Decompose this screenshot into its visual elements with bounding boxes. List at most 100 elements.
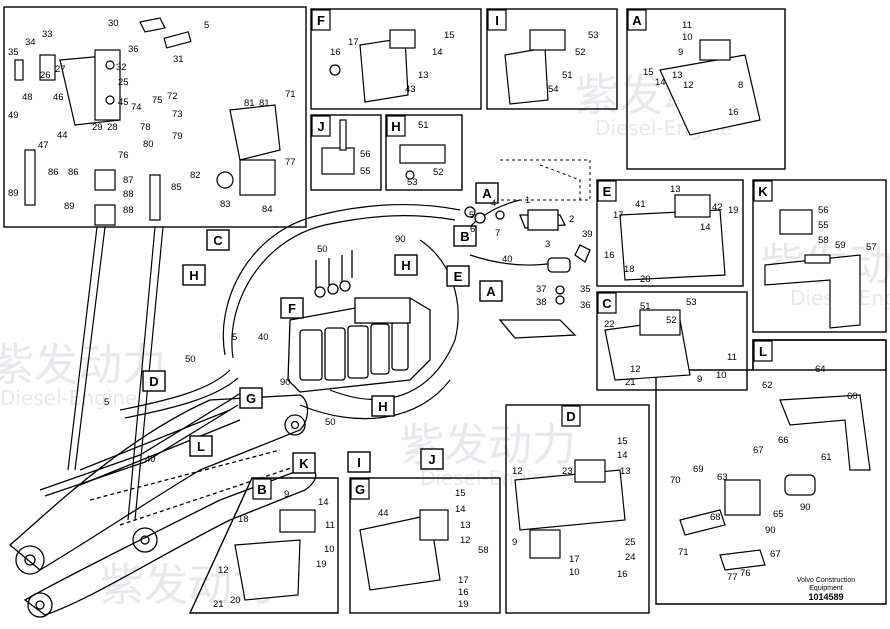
part-num: 65 (773, 509, 784, 520)
part-num: 87 (123, 175, 134, 186)
part-num: 5 (232, 332, 237, 343)
part-num: 17 (348, 37, 359, 48)
svg-text:D: D (149, 374, 158, 389)
part-num: 46 (53, 92, 64, 103)
part-num: 70 (670, 475, 681, 486)
panel-title-H: H (391, 119, 400, 134)
part-num: 90 (280, 377, 291, 388)
panel-C-frame (596, 291, 748, 391)
part-num: 73 (172, 109, 183, 120)
part-num: 27 (55, 64, 66, 75)
part-num: 86 (48, 167, 59, 178)
panel-I-frame (486, 8, 618, 110)
part-num: 55 (360, 166, 371, 177)
part-num: 24 (625, 552, 636, 563)
part-num: 26 (40, 70, 51, 81)
part-num: 20 (640, 274, 651, 285)
callout-J-1: J (420, 448, 444, 470)
part-num: 56 (360, 149, 371, 160)
panel-J-frame (310, 114, 382, 191)
panel-title-K: K (758, 184, 768, 199)
part-num: 25 (118, 77, 129, 88)
part-num: 37 (536, 284, 547, 295)
part-num: 56 (818, 205, 829, 216)
part-numbers-F: 17 16 15 14 13 43 (330, 30, 455, 95)
part-numbers-A: 11 10 9 8 15 14 13 12 16 (643, 20, 743, 118)
callout-H-3: H (371, 395, 395, 417)
part-numbers-J: 56 55 (360, 149, 371, 177)
part-num: 17 (613, 210, 624, 221)
svg-text:I: I (357, 455, 361, 470)
panel-title-B: B (257, 482, 266, 497)
callout-H-2: H (394, 254, 418, 276)
panel-G-frame (349, 477, 501, 614)
part-num: 32 (116, 62, 127, 73)
part-num: 52 (433, 167, 444, 178)
part-num: 13 (670, 184, 681, 195)
part-num: 38 (536, 297, 547, 308)
panel-title-E: E (603, 184, 612, 199)
panel-D-frame (505, 404, 650, 614)
part-num: 15 (643, 67, 654, 78)
panel-title-C: C (602, 296, 612, 311)
part-num: 68 (710, 512, 721, 523)
part-num: 23 (562, 466, 573, 477)
callout-G-1: G (239, 387, 263, 409)
part-num: 9 (697, 374, 702, 385)
panel-title-I: I (495, 13, 499, 28)
part-num: 12 (218, 565, 229, 576)
control-valve (287, 250, 431, 393)
part-num: 15 (617, 436, 628, 447)
part-num: 22 (604, 319, 615, 330)
callout-E-1: E (446, 265, 470, 287)
part-num: 81 (244, 98, 255, 109)
part-num: 5 (469, 210, 474, 221)
svg-text:K: K (299, 456, 309, 471)
svg-text:B: B (460, 229, 469, 244)
part-num: 53 (407, 177, 418, 188)
part-num: 12 (630, 364, 641, 375)
part-num: 13 (620, 466, 631, 477)
part-num: 16 (604, 250, 615, 261)
part-num: 75 (152, 95, 163, 106)
part-num: 36 (128, 44, 139, 55)
hose-lines (119, 199, 561, 420)
callout-I-1: I (347, 451, 371, 473)
part-numbers-H: 51 52 53 (407, 120, 444, 188)
part-num: 57 (866, 242, 877, 253)
part-num: 2 (569, 214, 574, 225)
part-num: 44 (378, 508, 389, 519)
part-num: 33 (42, 29, 53, 40)
svg-text:F: F (288, 301, 296, 316)
callout-C-1: C (206, 229, 230, 251)
part-num: 19 (458, 599, 469, 610)
part-num: 43 (405, 84, 416, 95)
part-num: 59 (835, 240, 846, 251)
part-num: 82 (190, 170, 201, 181)
panel-frames (3, 6, 887, 614)
part-num: 40 (502, 254, 513, 265)
callout-F-1: F (280, 297, 304, 319)
part-num: 35 (8, 47, 19, 58)
panel-H-frame (385, 114, 463, 191)
part-num: 89 (64, 201, 75, 212)
callout-L-1: L (189, 435, 213, 457)
part-num: 88 (123, 189, 134, 200)
part-numbers-B: 9 14 18 11 10 12 19 21 20 (213, 489, 335, 610)
part-num: 14 (700, 222, 711, 233)
part-num: 11 (682, 20, 692, 31)
part-num: 48 (22, 92, 33, 103)
callout-K-1: K (292, 452, 316, 474)
center-fittings (464, 206, 591, 339)
part-num: 85 (171, 182, 182, 193)
part-num: 54 (548, 84, 559, 95)
part-num: 40 (145, 454, 156, 465)
part-num: 6 (470, 224, 475, 235)
part-num: 16 (728, 107, 739, 118)
part-numbers-C: 51 53 52 22 11 12 9 10 21 (604, 297, 737, 388)
part-num: 53 (686, 297, 697, 308)
part-num: 9 (284, 489, 289, 500)
part-num: 4 (491, 198, 496, 209)
part-num: 21 (625, 377, 636, 388)
